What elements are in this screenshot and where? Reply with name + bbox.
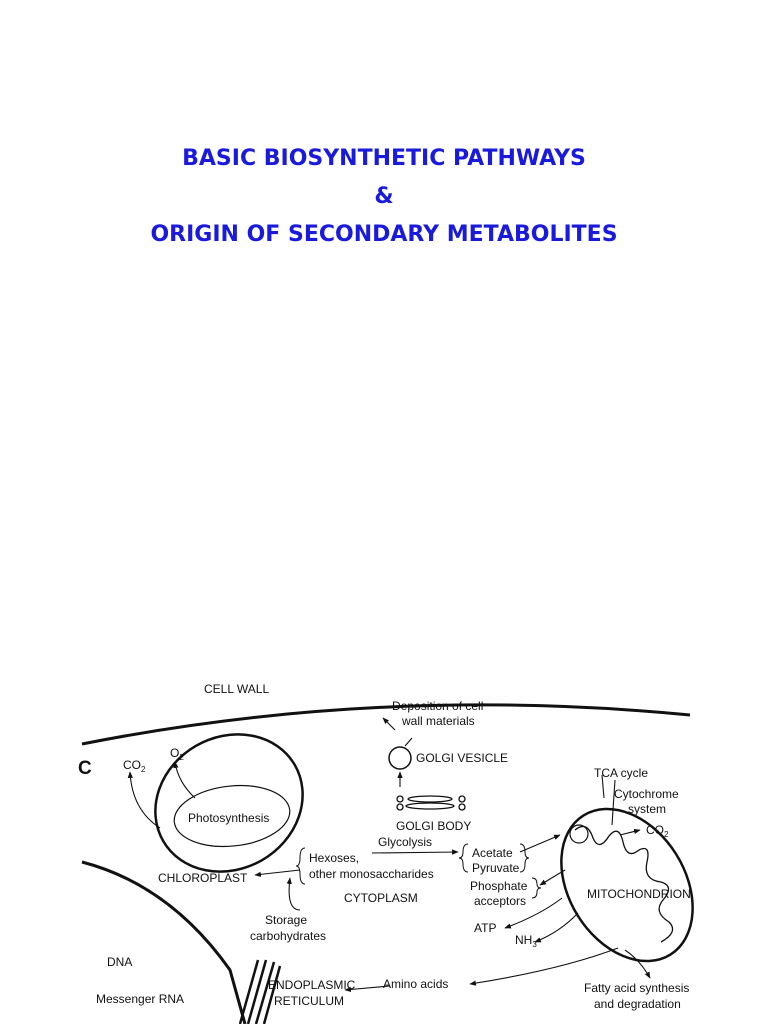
deposition-label-1: Deposition of cell [392, 699, 483, 713]
panel-letter: C [78, 758, 92, 779]
fatty-acid-label-1: Fatty acid synthesis [584, 981, 689, 995]
co2-left-label: CO2 [123, 758, 146, 774]
carbohydrates-label: carbohydrates [250, 929, 326, 943]
tca-cycle-label: TCA cycle [594, 766, 648, 780]
golgi-body-label: GOLGI BODY [396, 819, 471, 833]
glycolysis-label: Glycolysis [378, 835, 432, 849]
phosphate-bracket [531, 877, 542, 899]
o2-text: O [170, 746, 179, 760]
dna-label: DNA [107, 955, 132, 969]
reticulum-label: RETICULUM [274, 994, 344, 1008]
cell-wall-label: CELL WALL [204, 682, 269, 696]
messenger-rna-label: Messenger RNA [96, 992, 184, 1006]
golgi-body [396, 795, 466, 811]
golgi-vesicle-circle [388, 746, 412, 770]
nh3-sub: 3 [532, 940, 537, 949]
o2-sub: 2 [179, 753, 184, 762]
system-label: system [628, 802, 666, 816]
golgi-vesicle-label: GOLGI VESICLE [416, 751, 508, 765]
cell-wall-line [81, 703, 691, 746]
nucleus-membrane [81, 860, 247, 1024]
fatty-acid-label-2: and degradation [594, 997, 681, 1011]
phosphate-label: Phosphate [470, 879, 528, 893]
atp-label: ATP [474, 921, 496, 935]
chloroplast [154, 733, 304, 873]
cytoplasm-label: CYTOPLASM [344, 891, 418, 905]
amino-acids-label: Amino acids [383, 977, 448, 991]
monosaccharides-label: other monosaccharides [309, 867, 434, 881]
mitochondrion [560, 807, 694, 963]
co2-left-sub: 2 [141, 765, 146, 774]
co2-right-sub: 2 [664, 830, 669, 839]
hexoses-bracket [295, 847, 306, 885]
acetate-label: Acetate [472, 846, 513, 860]
co2-left-text: CO [123, 758, 141, 772]
deposition-label-2: wall materials [401, 714, 475, 728]
acetate-bracket-right [519, 843, 530, 873]
co2-right-text: CO [646, 823, 664, 837]
mitochondrion-label: MITOCHONDRION [587, 887, 691, 901]
pyruvate-label: Pyruvate [472, 861, 520, 875]
photosynthesis-label: Photosynthesis [188, 811, 269, 825]
endoplasmic-label: ENDOPLASMIC [268, 978, 356, 992]
hexoses-label: Hexoses, [309, 851, 359, 865]
chloroplast-label: CHLOROPLAST [158, 871, 248, 885]
storage-label: Storage [265, 913, 307, 927]
title-line-2: & [374, 184, 394, 209]
acceptors-label: acceptors [474, 894, 526, 908]
title-line-3: ORIGIN OF SECONDARY METABOLITES [150, 222, 618, 247]
cell-diagram: C CELL WALL Deposition of cell wall mate… [78, 682, 694, 1024]
title-line-1: BASIC BIOSYNTHETIC PATHWAYS [182, 146, 586, 171]
title-block: BASIC BIOSYNTHETIC PATHWAYS & ORIGIN OF … [0, 140, 768, 254]
co2-right-label: CO2 [646, 823, 669, 839]
flow-arrows [127, 717, 651, 993]
cytochrome-label: Cytochrome [614, 787, 679, 801]
endoplasmic-reticulum [238, 959, 282, 1024]
nh3-text: NH [515, 933, 532, 947]
acetate-bracket [458, 843, 469, 873]
nh3-label: NH3 [515, 933, 537, 949]
o2-label: O2 [170, 746, 184, 762]
